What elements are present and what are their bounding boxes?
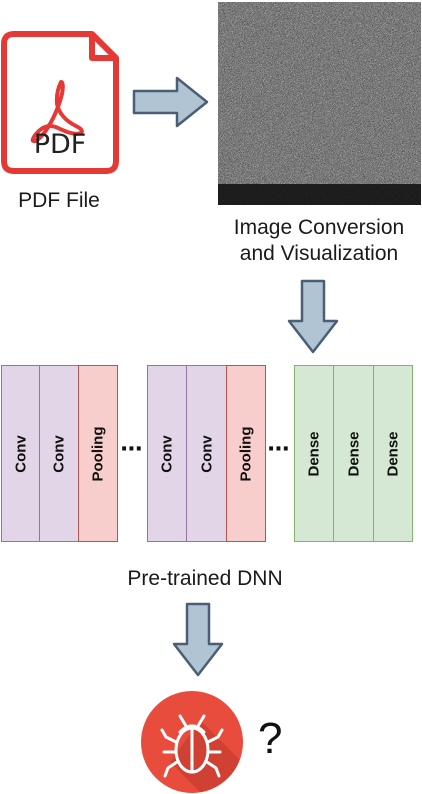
pdf-file-caption: PDF File	[18, 189, 100, 212]
image-conversion-caption: Image Conversion and Visualization	[212, 215, 422, 268]
conv-layer: Conv	[147, 365, 187, 542]
pooling-layer: Pooling	[78, 365, 118, 542]
conv-layer-label: Conv	[198, 434, 215, 473]
dnn-caption: Pre-trained DNN	[127, 567, 283, 590]
conv-layer: Conv	[39, 365, 79, 542]
dense-layer: Dense	[294, 365, 334, 542]
conv-layer-label: Conv	[158, 434, 176, 473]
image-conversion-caption-line1: Image Conversion	[233, 216, 405, 239]
dense-layer: Dense	[373, 365, 413, 542]
ellipsis: ⋯	[120, 436, 146, 461]
pooling-layer: Pooling	[226, 365, 266, 542]
conv-layer-label: Conv	[12, 434, 29, 473]
ellipsis: ⋯	[267, 436, 293, 461]
conv-layer-label: Conv	[50, 434, 68, 473]
conv-layer: Conv	[1, 365, 40, 542]
dense-layer-label: Dense	[384, 430, 402, 477]
dense-layer: Dense	[333, 365, 374, 542]
dense-layer-label: Dense	[345, 430, 362, 477]
dense-layer-label: Dense	[305, 430, 323, 477]
image-conversion-caption-line2: and Visualization	[239, 242, 399, 266]
pdf-file-icon: PDF	[0, 30, 120, 175]
arrow-right-icon	[132, 76, 209, 128]
malware-bug-icon	[141, 691, 243, 793]
conv-layer: Conv	[186, 365, 227, 542]
pooling-layer-label: Pooling	[237, 426, 255, 481]
question-mark: ?	[258, 714, 283, 763]
visualized-image-panel	[218, 2, 421, 205]
acrobat-logo-icon	[30, 80, 84, 144]
pdf-icon-label: PDF	[33, 129, 87, 160]
arrow-down-icon	[287, 279, 339, 354]
pooling-layer-label: Pooling	[89, 426, 107, 481]
arrow-down-icon	[172, 602, 224, 677]
